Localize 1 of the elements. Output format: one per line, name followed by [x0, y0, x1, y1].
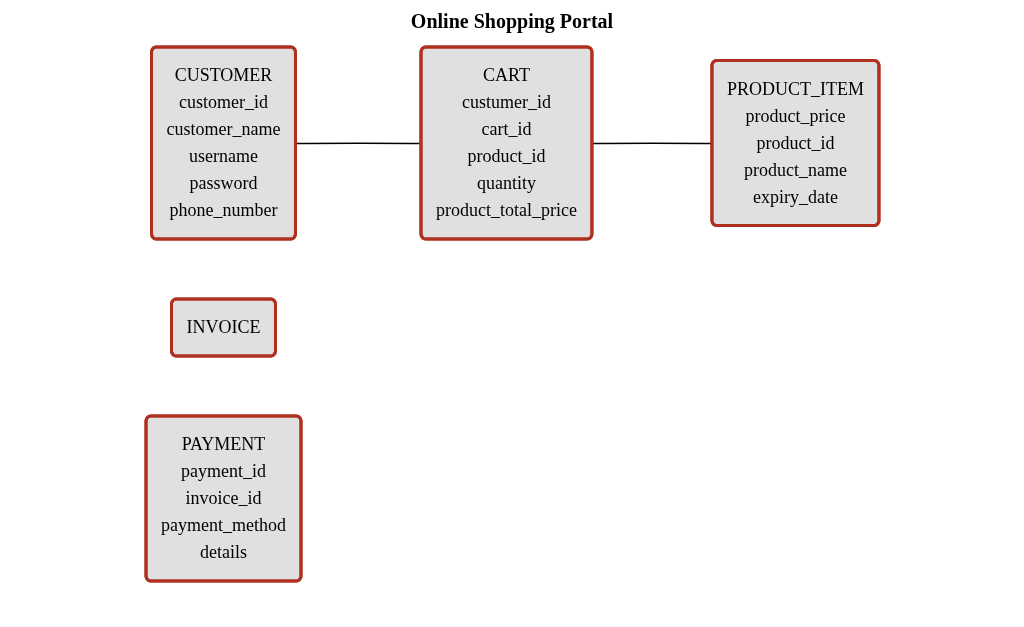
diagram-title: Online Shopping Portal [409, 10, 615, 33]
